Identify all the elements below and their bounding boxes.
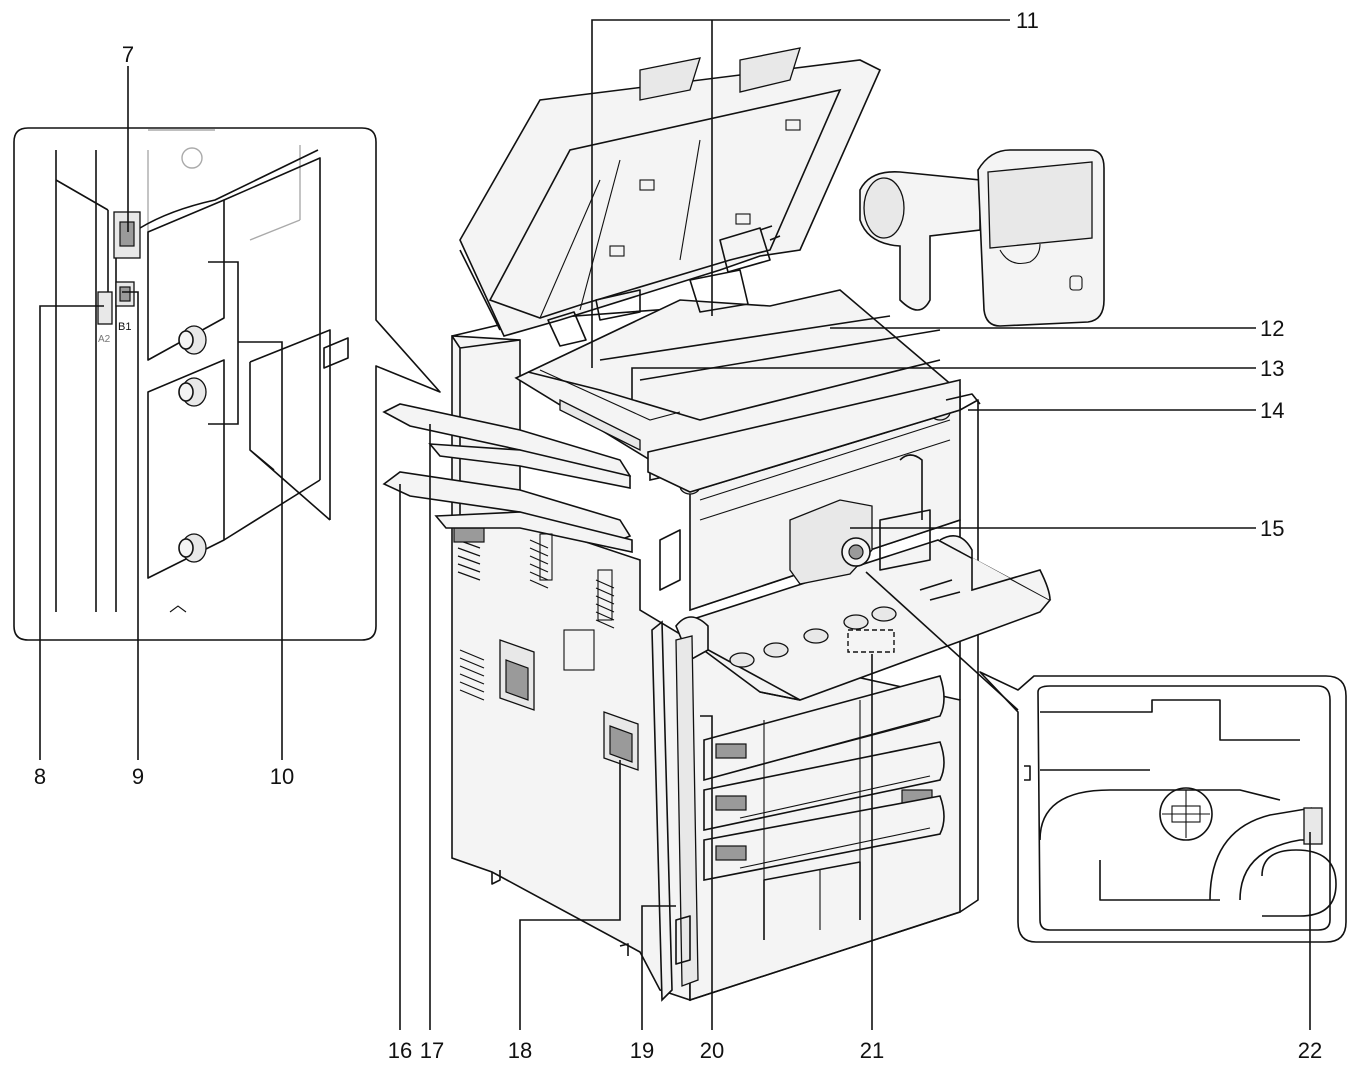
callout-11: 11 (1016, 8, 1039, 33)
toner-containers (729, 606, 897, 668)
thumbscrew-icon (178, 377, 207, 407)
usb-port-a2-icon: A2 (97, 291, 113, 345)
interface-inset: B1 A2 (13, 127, 441, 641)
thumbscrew-icon (178, 533, 207, 563)
port-label-b1: B1 (118, 321, 131, 333)
callout-21: 21 (860, 1038, 884, 1063)
document-processor (459, 47, 882, 347)
callout-19: 19 (630, 1038, 654, 1063)
platen-area (514, 289, 961, 495)
callout-15: 15 (1260, 516, 1284, 541)
usb-port-b1-icon: B1 (115, 281, 135, 333)
operation-panel (859, 149, 1105, 327)
callout-12: 12 (1260, 316, 1284, 341)
callout-22: 22 (1298, 1038, 1322, 1063)
callout-16: 16 (388, 1038, 412, 1063)
carry-handle-icon (603, 711, 639, 771)
waste-toner-box (789, 499, 931, 585)
network-port-icon (113, 211, 141, 259)
thumbscrew-icon (178, 325, 207, 355)
callout-7: 7 (122, 42, 134, 67)
side-vents (457, 539, 615, 701)
callout-13: 13 (1260, 356, 1284, 381)
callout-17: 17 (420, 1038, 444, 1063)
printer-body (382, 47, 1105, 1002)
toner-inset (979, 671, 1347, 943)
callout-numbers: 7 8 9 10 11 12 13 14 15 16 17 18 19 20 2… (34, 8, 1322, 1063)
port-label-a2: A2 (98, 334, 111, 345)
callout-14: 14 (1260, 398, 1284, 423)
callout-20: 20 (700, 1038, 724, 1063)
callout-9: 9 (132, 764, 144, 789)
upper-output-tray (382, 403, 632, 489)
callout-8: 8 (34, 764, 46, 789)
callout-10: 10 (270, 764, 294, 789)
lower-output-tray (382, 471, 633, 553)
waste-toner-box-label (847, 629, 895, 653)
leader-lines (39, 19, 1311, 1030)
carry-handle-icon (499, 639, 535, 711)
callout-18: 18 (508, 1038, 532, 1063)
